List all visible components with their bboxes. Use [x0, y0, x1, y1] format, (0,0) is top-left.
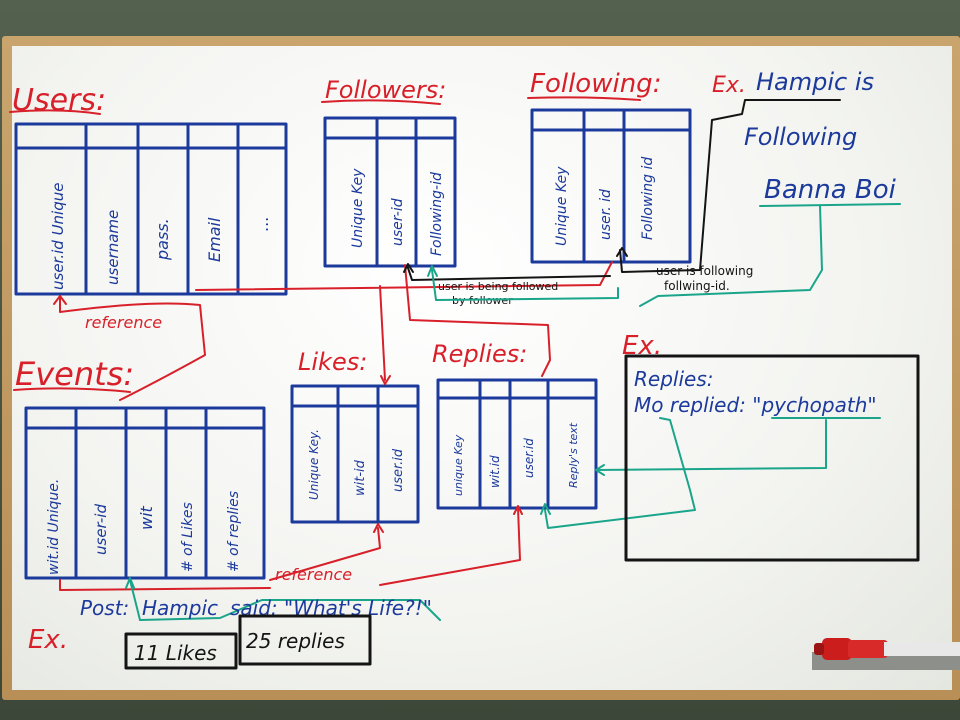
users-col-1: user.id Unique — [49, 183, 67, 290]
title-replies: Replies: — [432, 340, 527, 368]
users-underline — [9, 109, 101, 115]
ex-following-label: Ex. — [712, 73, 746, 98]
following-note-1: user is following — [656, 264, 753, 278]
events-col-5: # of replies — [226, 491, 242, 572]
followers-col-1: Unique Key — [350, 168, 366, 248]
replies-col-3: user.id — [522, 438, 536, 478]
followers-col-3: Following-id — [429, 172, 445, 256]
ex-replies-box — [624, 354, 920, 562]
events-col-2: user-id — [92, 504, 110, 555]
ex-post-label: Ex. — [28, 625, 68, 655]
reference-label-2: reference — [275, 565, 352, 584]
green-connectors — [125, 203, 901, 621]
users-col-4: Email — [205, 217, 224, 262]
following-note-2: follwing-id. — [664, 279, 730, 293]
ex-replies-count: 25 replies — [246, 629, 345, 653]
users-col-2: username — [104, 210, 122, 285]
ex-replies-line-1: Replies: — [634, 367, 713, 391]
replies-col-1: unique Key — [452, 434, 465, 496]
ex-following-line-2: Following — [744, 123, 857, 151]
title-following: Following: — [530, 69, 661, 99]
red-marker — [814, 638, 960, 660]
following-underline — [527, 96, 641, 101]
title-likes: Likes: — [298, 348, 367, 376]
whiteboard-surface — [12, 46, 952, 690]
likes-col-2: wit-id — [353, 459, 368, 496]
users-col-5: ... — [253, 217, 272, 232]
ex-likes-box — [124, 632, 238, 670]
events-col-1: wit.id Unique. — [46, 479, 62, 575]
likes-table — [290, 384, 420, 524]
title-events: Events: — [15, 355, 134, 393]
followers-underline — [321, 99, 441, 105]
ex-following-line-3: Banna Boi — [764, 175, 897, 205]
following-col-3: Following id — [640, 157, 656, 240]
replies-col-2: wit.id — [488, 455, 502, 488]
ex-replies-count-box — [238, 614, 372, 666]
following-col-2: user. id — [598, 189, 614, 240]
followed-note-2: by follower — [452, 294, 513, 307]
events-table — [24, 406, 266, 580]
reference-connectors — [53, 261, 613, 591]
users-col-3: pass. — [153, 218, 172, 261]
events-col-4: # of Likes — [180, 502, 196, 572]
followers-col-2: user-id — [390, 198, 406, 246]
ex-likes-count: 11 Likes — [134, 641, 217, 665]
replies-col-4: Reply's text — [567, 422, 580, 488]
ex-post-title: Post: — [80, 596, 129, 620]
title-followers: Followers: — [325, 76, 446, 104]
likes-col-1: Unique Key. — [307, 429, 321, 500]
black-connectors — [403, 99, 841, 281]
likes-col-3: user.id — [391, 448, 406, 492]
following-col-1: Unique Key — [554, 166, 570, 246]
followed-note-1: user is being followed — [438, 280, 558, 293]
ex-post-user: Hampic — [142, 596, 218, 620]
events-col-3: wit — [137, 505, 156, 530]
reference-label-1: reference — [85, 313, 162, 332]
ex-replies-line-2: Mo replied: "pychopath" — [634, 393, 877, 417]
users-table — [14, 122, 288, 296]
ex-following-line-1: Hampic is — [756, 68, 874, 96]
followers-table — [323, 116, 457, 268]
events-underline — [13, 387, 131, 393]
